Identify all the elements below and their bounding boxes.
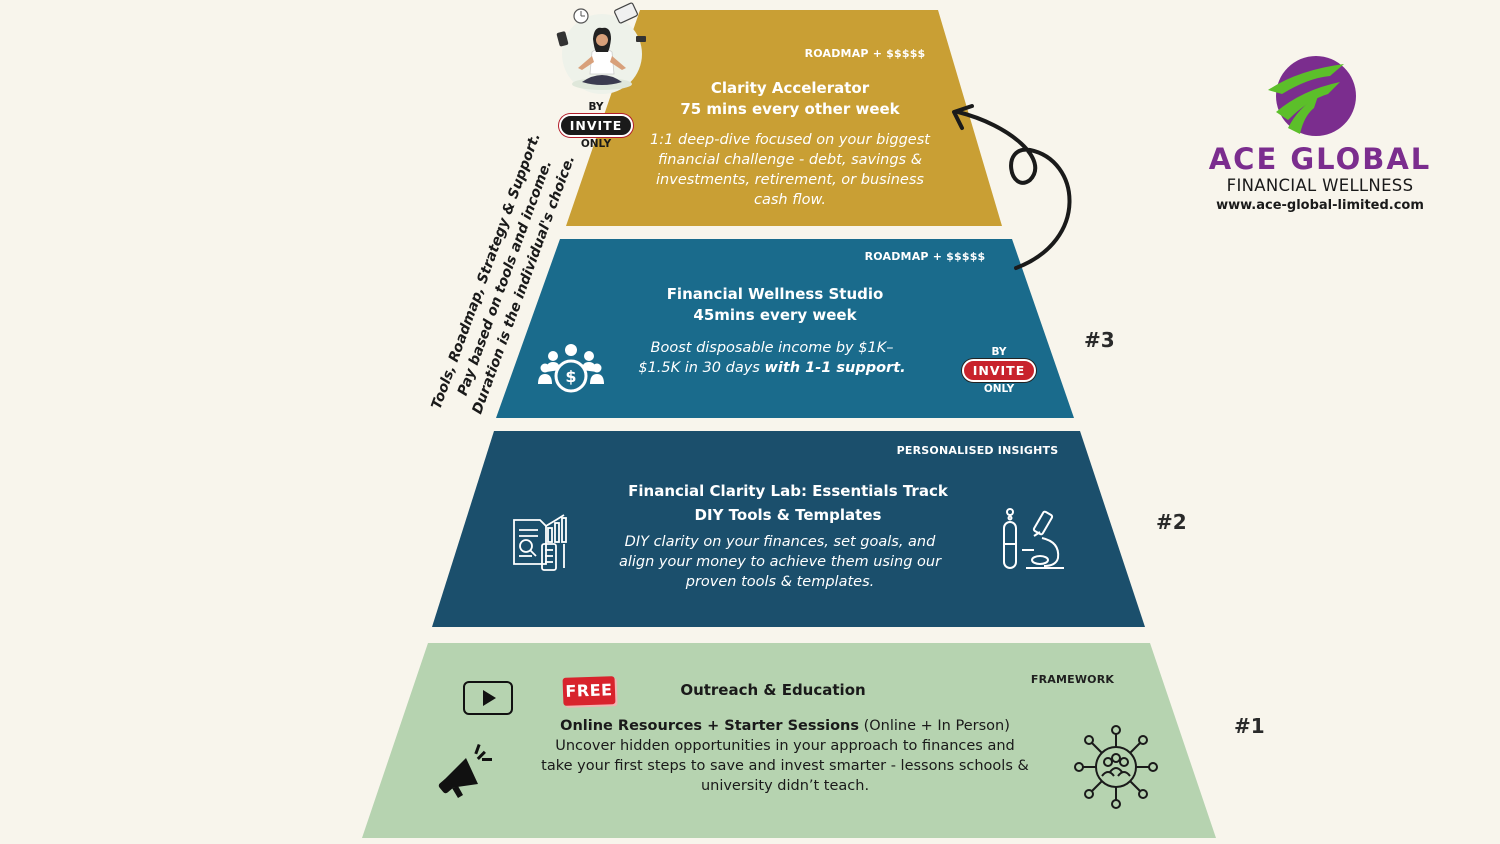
- tier-top-tag: ROADMAP + $$$$$: [804, 47, 926, 60]
- invite-only-text: ONLY: [983, 383, 1015, 395]
- money-people-icon: $: [538, 344, 604, 393]
- tier-top-desc-line3: investments, retirement, or business: [656, 172, 924, 188]
- invite-by-text: BY: [991, 346, 1007, 358]
- tier3-desc-line2: $1.5K in 30 days with 1-1 support.: [622, 358, 922, 378]
- meditation-illustration: [556, 2, 646, 94]
- curved-arrow: [956, 110, 1072, 270]
- tier3-shape: [496, 239, 1074, 418]
- tier1-number: #1: [1234, 714, 1265, 738]
- tier1-tag: FRAMEWORK: [1030, 673, 1115, 686]
- free-badge: FREE: [562, 676, 616, 706]
- tier1-desc-line2: take your first steps to save and invest…: [541, 758, 1029, 774]
- ace-global-logo-icon: [1268, 56, 1356, 136]
- tier-top-description: 1:1 deep-dive focused on your biggest fi…: [640, 130, 940, 210]
- tier-top-desc-line2: financial challenge - debt, savings &: [657, 152, 923, 168]
- free-badge-label: FREE: [565, 680, 613, 701]
- tier3-title-line1: Financial Wellness Studio: [666, 285, 884, 303]
- tier2-desc-line2: align your money to achieve them using o…: [618, 554, 942, 570]
- tier1-title: Outreach & Education: [680, 681, 866, 699]
- tier1-desc-line1: Uncover hidden opportunities in your app…: [555, 738, 1015, 754]
- tier3-number: #3: [1084, 328, 1115, 352]
- tier3-title-line2: 45mins every week: [693, 306, 857, 324]
- tier2-title: Financial Clarity Lab: Essentials Track …: [598, 479, 978, 527]
- tier3-desc-line2-bold: with 1-1 support.: [764, 360, 906, 376]
- tier-top-shape: [566, 10, 1002, 226]
- tier2-desc-line1: DIY clarity on your finances, set goals,…: [624, 534, 936, 550]
- tier3-description: Boost disposable income by $1K– $1.5K in…: [622, 338, 922, 378]
- tier3-tag: ROADMAP + $$$$$: [864, 250, 986, 263]
- tier-top-desc-line1: 1:1 deep-dive focused on your biggest: [650, 132, 930, 148]
- logo-name: ACE GLOBAL: [1208, 142, 1432, 176]
- tier3-title: Financial Wellness Studio 45mins every w…: [620, 284, 930, 326]
- invite-by-text: BY: [588, 101, 604, 113]
- invite-badge-top: BY INVITE ONLY: [556, 100, 636, 151]
- network-people-icon: [1074, 725, 1158, 809]
- finance-report-icon: [513, 514, 567, 571]
- logo-url[interactable]: www.ace-global-limited.com: [1216, 198, 1424, 213]
- curved-arrow-head: [952, 104, 974, 130]
- tier-top-title-line1: Clarity Accelerator: [710, 79, 870, 97]
- tier1-subtitle: Online Resources + Starter Sessions (Onl…: [520, 716, 1050, 736]
- play-icon: [463, 681, 513, 715]
- tier2-tag: PERSONALISED INSIGHTS: [896, 444, 1059, 457]
- lab-microscope-icon: [1003, 508, 1064, 569]
- tier1-subtitle-bold: Online Resources + Starter Sessions: [560, 718, 859, 734]
- tier2-title-line2: DIY Tools & Templates: [694, 506, 882, 524]
- tier1-subtitle-plain: (Online + In Person): [859, 718, 1010, 734]
- tier2-shape: [432, 431, 1145, 627]
- tier-top-title-line2: 75 mins every other week: [680, 100, 900, 118]
- tier1-description: Online Resources + Starter Sessions (Onl…: [520, 716, 1050, 796]
- invite-pill: INVITE: [961, 359, 1037, 382]
- megaphone-icon: [438, 743, 492, 798]
- tier2-desc-line3: proven tools & templates.: [685, 574, 875, 590]
- tier-top-desc-line4: cash flow.: [754, 192, 826, 208]
- tier2-number: #2: [1156, 510, 1187, 534]
- tier2-description: DIY clarity on your finances, set goals,…: [600, 532, 960, 592]
- invite-only-text: ONLY: [580, 138, 612, 150]
- tier1-desc-line3: university didn’t teach.: [700, 778, 870, 794]
- invite-pill: INVITE: [558, 114, 634, 137]
- logo-subtitle: FINANCIAL WELLNESS: [1226, 176, 1414, 195]
- svg-text:$: $: [565, 367, 576, 386]
- tier-top-title: Clarity Accelerator 75 mins every other …: [660, 78, 920, 120]
- tier3-desc-line1: Boost disposable income by $1K–: [650, 340, 894, 356]
- tier3-desc-line2-plain: $1.5K in 30 days: [638, 360, 765, 376]
- tier2-title-line1: Financial Clarity Lab: Essentials Track: [628, 482, 948, 500]
- invite-badge-tier3: BY INVITE ONLY: [959, 345, 1039, 396]
